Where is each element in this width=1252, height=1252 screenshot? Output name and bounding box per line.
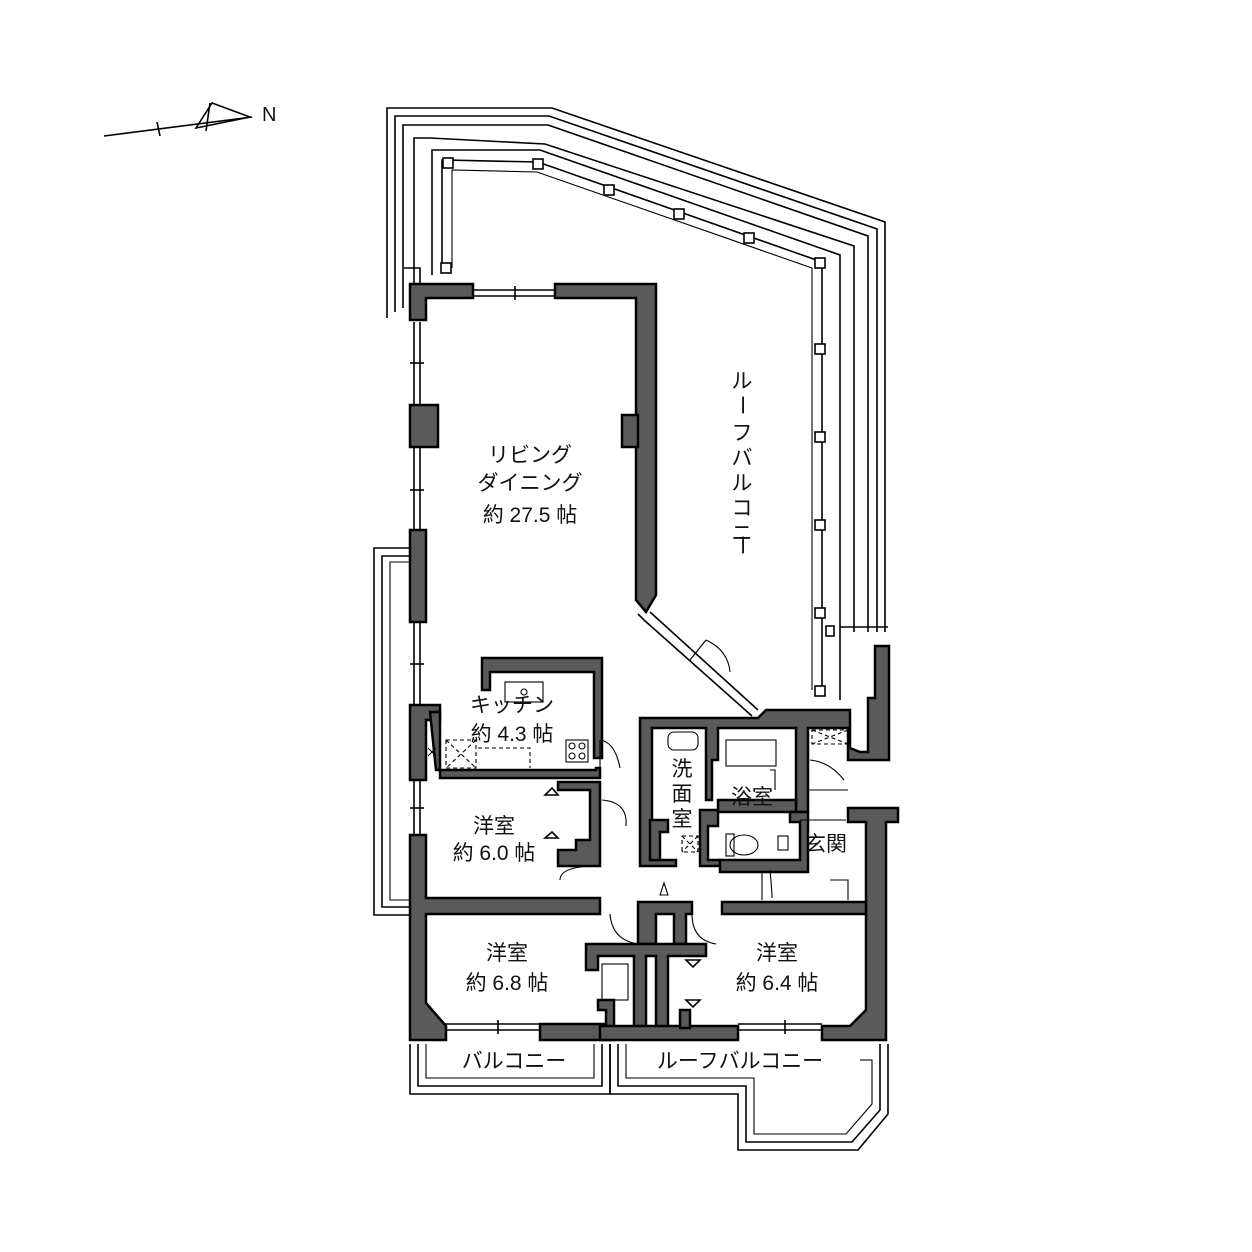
- kitchen-area: 約 4.3 帖: [471, 723, 554, 746]
- north-arrow-icon: N: [103, 102, 276, 137]
- roof-balcony-char: ル: [732, 370, 753, 393]
- roof-balcony-char: コ: [732, 497, 753, 520]
- washroom-char-1: 洗: [672, 758, 693, 781]
- entrance-label: 玄関: [805, 833, 847, 856]
- roof-balcony-char: ー: [730, 535, 753, 556]
- north-label: N: [262, 104, 276, 126]
- western-room-2-label: 洋室: [486, 942, 528, 965]
- roof-balcony-south-label: ルーフバルコニー: [657, 1050, 823, 1073]
- roof-balcony-char: ル: [732, 472, 753, 495]
- living-label-1: リビング: [488, 444, 572, 467]
- balcony-south-label: バルコニー: [462, 1050, 567, 1073]
- western-room-1-label: 洋室: [473, 815, 515, 838]
- kitchen-label: キッチン: [470, 694, 554, 717]
- roof-balcony-east: [386, 107, 888, 700]
- south-balconies: [409, 1044, 889, 1151]
- roof-balcony-char: ニ: [732, 522, 753, 545]
- washroom-char-3: 室: [672, 808, 693, 831]
- western-room-3-label: 洋室: [756, 942, 798, 965]
- room-labels: リビング ダイニング 約 27.5 帖 キッチン 約 4.3 帖 洋室 約 6.…: [453, 370, 847, 1073]
- roof-balcony-char: ー: [730, 395, 753, 416]
- washroom-char-2: 面: [672, 783, 693, 806]
- west-balcony-rail: [373, 547, 412, 916]
- walls: [408, 282, 900, 1042]
- fixtures: [427, 681, 849, 1009]
- western-room-3-area: 約 6.4 帖: [736, 972, 819, 995]
- living-area: 約 27.5 帖: [483, 504, 578, 527]
- roof-balcony-east-label: ル ー フ バ ル コ ニ ー: [730, 370, 753, 556]
- western-room-2-area: 約 6.8 帖: [466, 972, 549, 995]
- living-label-2: ダイニング: [478, 472, 583, 495]
- roof-balcony-char: フ: [732, 422, 753, 445]
- roof-balcony-char: バ: [732, 447, 753, 470]
- western-room-1-area: 約 6.0 帖: [453, 842, 536, 865]
- windows: [410, 286, 822, 1034]
- bathroom-label: 浴室: [731, 786, 773, 809]
